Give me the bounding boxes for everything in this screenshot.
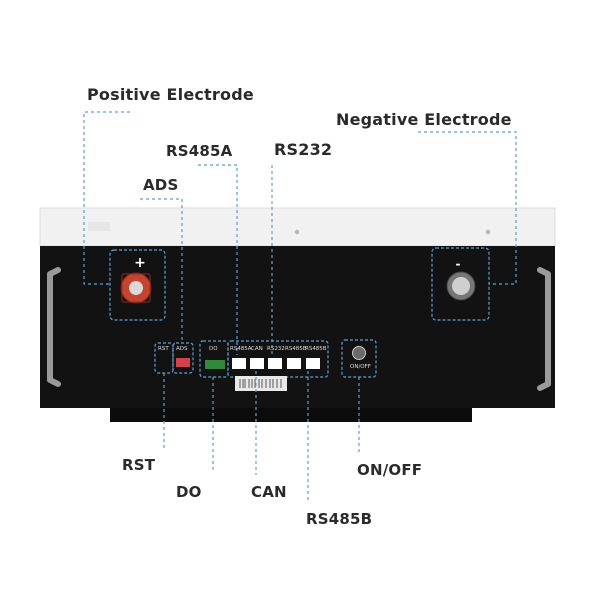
- positive-terminal-core: [129, 281, 143, 295]
- front-panel: [40, 246, 555, 408]
- callout-ads: ADS: [143, 176, 178, 194]
- panel-label-rs485b: RS485B: [285, 346, 307, 352]
- panel-label-onoff: ON/OFF: [350, 364, 371, 370]
- panel-label-rs485a: RS485A: [230, 346, 252, 352]
- onoff-switch: [353, 347, 366, 360]
- negative-sign: -: [456, 257, 461, 271]
- rs232-port: [268, 358, 282, 369]
- positive-sign: +: [134, 255, 146, 271]
- top-sticker: [88, 222, 110, 231]
- do-terminal-block: [205, 360, 225, 369]
- callout-negative-electrode: Negative Electrode: [336, 110, 512, 129]
- top-screw: [295, 230, 299, 234]
- panel-label-rs232: RS232: [267, 346, 285, 352]
- callout-onoff: ON/OFF: [357, 461, 422, 479]
- top-plate: [40, 208, 555, 246]
- panel-label-rs485b-2: RS485B: [305, 346, 327, 352]
- callout-positive-electrode: Positive Electrode: [87, 85, 254, 104]
- callout-rs485b: RS485B: [306, 510, 372, 528]
- rs485a-port: [232, 358, 246, 369]
- callout-rst: RST: [122, 456, 155, 474]
- can-port: [250, 358, 264, 369]
- top-screw: [486, 230, 490, 234]
- panel-label-can: CAN: [251, 346, 263, 352]
- dip-switch: [176, 358, 190, 367]
- rs485b-port: [287, 358, 301, 369]
- callout-can: CAN: [251, 483, 287, 501]
- callout-rs485a: RS485A: [166, 142, 232, 160]
- panel-label-rst: RST: [158, 346, 169, 352]
- callout-rs232: RS232: [274, 140, 332, 159]
- rs485b2-port: [306, 358, 320, 369]
- callout-do: DO: [176, 483, 202, 501]
- panel-label-do: DO: [209, 346, 218, 352]
- negative-terminal-core: [452, 277, 470, 295]
- panel-label-ads: ADS: [176, 346, 188, 352]
